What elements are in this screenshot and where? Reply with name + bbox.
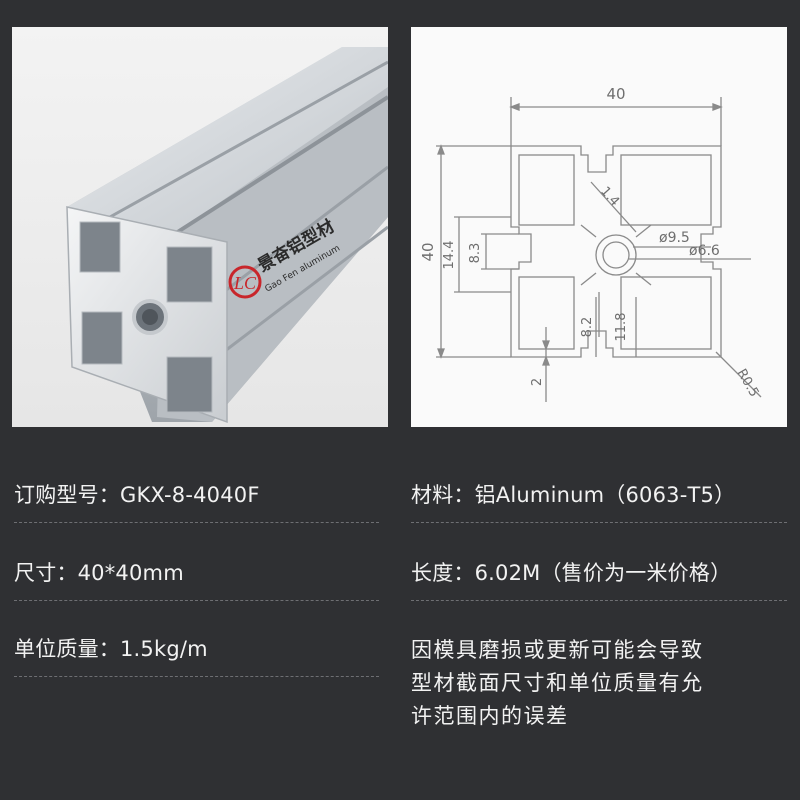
aluminum-profile-illustration: LC 景奋铝型材 Gao Fen aluminum [66, 47, 388, 424]
spec-size: 尺寸：40*40mm [14, 561, 184, 585]
divider [14, 522, 379, 523]
dim-height: 40 [419, 242, 437, 261]
dim-width: 40 [606, 85, 625, 103]
spec-unit-mass: 单位质量：1.5kg/m [14, 637, 208, 661]
product-photo: LC 景奋铝型材 Gao Fen aluminum [12, 27, 388, 427]
logo-mark: LC [233, 273, 257, 293]
brand-logo: LC [228, 265, 262, 299]
spec-order-number: 订购型号：GKX-8-4040F [14, 483, 260, 507]
spec-length: 长度：6.02M（售价为一米价格） [411, 561, 732, 585]
note-line: 因模具磨损或更新可能会导致 [411, 638, 704, 662]
profile-outline [510, 145, 722, 358]
dim-web-outer: 11.8 [614, 313, 629, 342]
profile-cross-section: 40 40 14.4 8.3 1.4 ø9.5 ø6.6 8.2 11.8 [419, 85, 762, 402]
dim-hole: ø6.6 [689, 243, 720, 259]
dim-slot-inner: 8.3 [468, 243, 483, 264]
note-line: 许范围内的误差 [411, 704, 569, 728]
dim-radius: R0.5 [734, 367, 762, 400]
divider [411, 522, 787, 523]
dim-bore: ø9.5 [659, 230, 690, 246]
divider [14, 676, 379, 677]
dim-thickness: 2 [530, 378, 545, 386]
dim-web: 8.2 [580, 317, 595, 338]
spec-material: 材料：铝Aluminum（6063-T5） [411, 483, 736, 507]
dim-slot: 14.4 [442, 241, 457, 270]
dim-wall: 1.4 [597, 184, 622, 209]
divider [14, 600, 379, 601]
cross-section-drawing: 40 40 14.4 8.3 1.4 ø9.5 ø6.6 8.2 11.8 [411, 27, 787, 427]
tolerance-note: 因模具磨损或更新可能会导致 型材截面尺寸和单位质量有允 许范围内的误差 [411, 634, 791, 733]
divider [411, 600, 787, 601]
note-line: 型材截面尺寸和单位质量有允 [411, 671, 704, 695]
